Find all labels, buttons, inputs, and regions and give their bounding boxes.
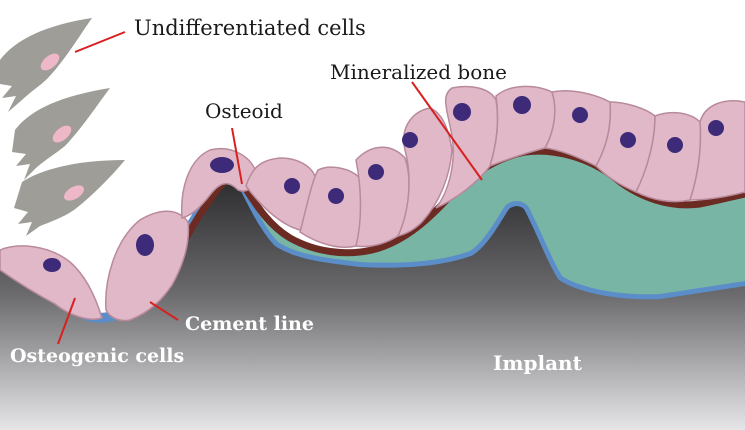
leader-osteoid <box>231 127 243 185</box>
mineralized-bone <box>236 153 745 295</box>
undifferentiated-cell <box>14 160 125 236</box>
osteoblast-cell <box>396 107 453 238</box>
osteoblast-cell <box>435 85 499 209</box>
osteoblast-cell <box>299 166 363 248</box>
undifferentiated-cell <box>0 18 92 112</box>
osteoblast-cell <box>543 90 612 167</box>
label-undifferentiated-cells: Undifferentiated cells <box>134 16 366 40</box>
osteoblast-cell <box>105 210 190 322</box>
leader-mineralized <box>411 81 483 181</box>
undifferentiated-cell <box>12 88 110 180</box>
label-cement-line: Cement line <box>185 313 314 335</box>
osteoblast-cell <box>180 148 257 219</box>
label-mineralized-bone: Mineralized bone <box>330 60 507 84</box>
leader-cement <box>149 301 179 321</box>
osteoblast-cell <box>355 146 410 248</box>
leader-undifferentiated <box>74 31 126 53</box>
leader-osteogenic <box>57 297 76 345</box>
label-osteoid: Osteoid <box>205 99 283 123</box>
osteoblast-cell <box>688 100 745 201</box>
osteoblast-cell <box>0 245 103 320</box>
label-osteogenic-cells: Osteogenic cells <box>10 345 184 367</box>
label-implant: Implant <box>493 351 583 375</box>
